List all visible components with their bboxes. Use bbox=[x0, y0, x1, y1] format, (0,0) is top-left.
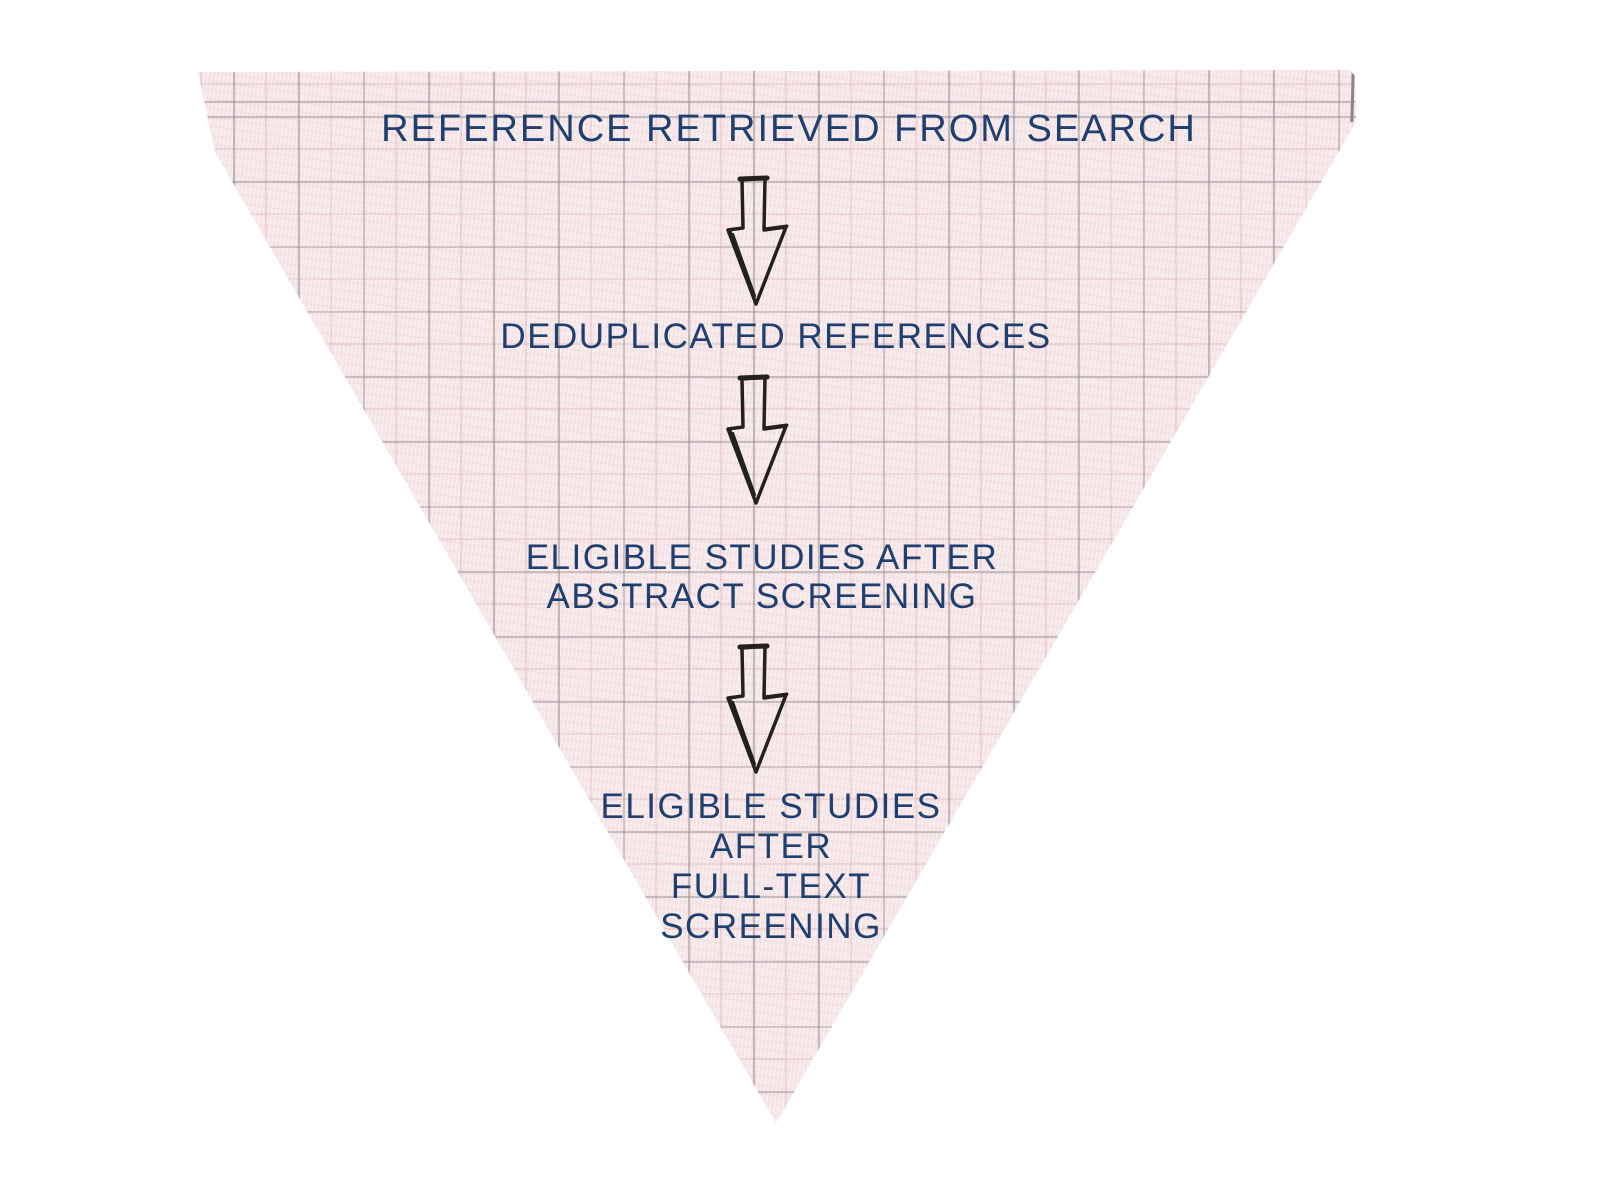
label-line: ABSTRACT SCREENING bbox=[546, 577, 978, 616]
funnel-stage-1-label: REFERENCE RETRIEVED FROM SEARCH bbox=[381, 109, 1197, 149]
funnel-stage-3-label: ELIGIBLE STUDIES AFTER ABSTRACT SCREENIN… bbox=[526, 538, 999, 616]
label-line: ELIGIBLE STUDIES bbox=[600, 787, 942, 826]
down-arrow-icon bbox=[726, 643, 789, 774]
label-line: REFERENCE RETRIEVED FROM SEARCH bbox=[381, 108, 1197, 150]
funnel-stage-2-label: DEDUPLICATED REFERENCES bbox=[500, 319, 1051, 355]
label-line: DEDUPLICATED REFERENCES bbox=[500, 317, 1052, 356]
label-line: AFTER bbox=[709, 827, 833, 866]
down-arrow-icon bbox=[726, 175, 789, 306]
label-line: FULL-TEXT bbox=[670, 867, 872, 906]
label-line: SCREENING bbox=[660, 907, 882, 946]
paper-edge-shadow bbox=[1350, 71, 1355, 123]
down-arrow-icon bbox=[726, 374, 789, 505]
label-line: ELIGIBLE STUDIES AFTER bbox=[525, 538, 999, 577]
funnel-stage-4-label: ELIGIBLE STUDIES AFTER FULL-TEXT SCREENI… bbox=[600, 787, 941, 947]
